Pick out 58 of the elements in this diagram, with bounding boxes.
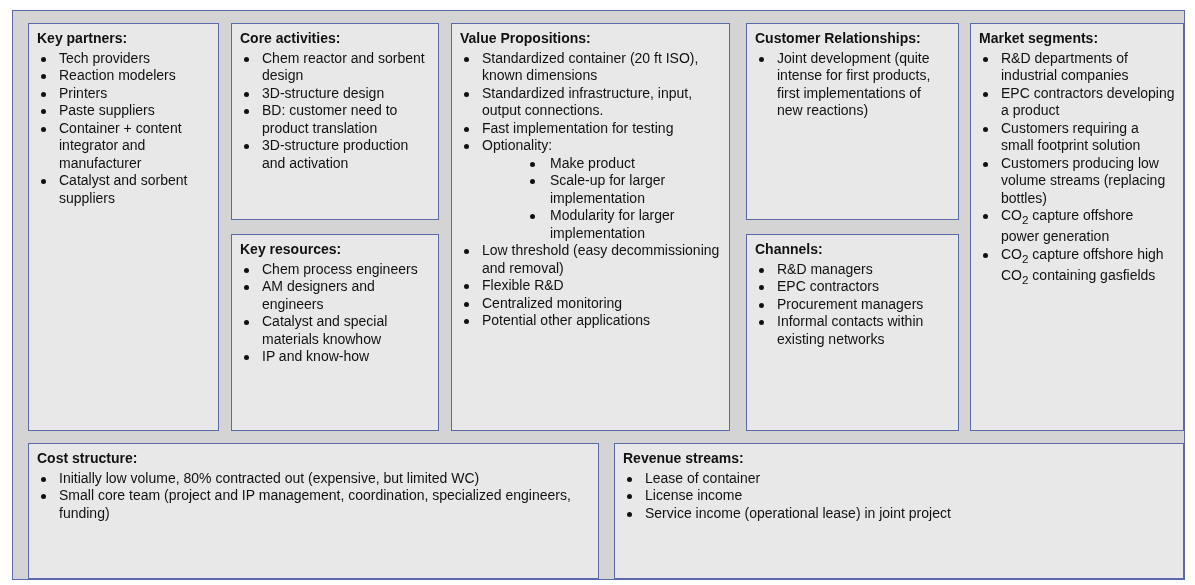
bullet-item: Joint development (quite intense for first products, first implementations of new reactions) [777, 49, 932, 120]
canvas-section-panel [746, 23, 959, 220]
bullet-item: Reaction modelers [59, 67, 177, 85]
bullet-item: IP and know-how [262, 348, 371, 366]
section-heading: Value Propositions: [460, 30, 592, 48]
section-heading: Market segments: [979, 30, 1100, 48]
bullet-item: BD: customer need to product translation [262, 102, 399, 137]
bullet-item: Procurement managers [777, 295, 925, 313]
bullet-item: Lease of container [645, 469, 762, 487]
section-heading: Key partners: [37, 30, 129, 48]
bullet-item: 3D-structure design [262, 84, 386, 102]
bullet-item: Catalyst and special materials knowhow [262, 313, 389, 348]
section-heading: Revenue streams: [623, 450, 745, 468]
canvas-section-panel [746, 234, 959, 431]
bullet-item: Informal contacts within existing networks [777, 313, 925, 348]
bullet-item: Potential other applications [482, 312, 652, 330]
canvas-section-panel [614, 443, 1184, 579]
bullet-item: CO$_{2}$ capture offshore high CO$_{2}$ containing gasfields [1001, 245, 1165, 288]
bullet-item: Chem reactor and sorbent design [262, 49, 426, 85]
bullet-item: 3D-structure production and activation [262, 137, 410, 172]
bullet-item: Fast implementation for testing [482, 119, 675, 137]
canvas-section-panel [451, 23, 730, 431]
bullet-item: Tech providers [59, 49, 152, 67]
bullet-item: Standardized infrastructure, input, output connections. [482, 84, 694, 120]
bullet-item: Chem process engineers [262, 260, 419, 278]
bullet-item: Centralized monitoring [482, 294, 624, 312]
bullet-item: Standardized container (20 ft ISO), known dimensions [482, 49, 700, 85]
bullet-item: Scale-up for larger implementation [550, 172, 667, 207]
section-heading: Cost structure: [37, 450, 139, 468]
bullet-item: AM designers and engineers [262, 278, 376, 313]
bullet-item: Flexible R&D [482, 277, 565, 295]
bullet-item: Service income (operational lease) in joint project [645, 504, 952, 522]
bullet-item: Printers [59, 84, 109, 102]
bullet-item: Make product [550, 154, 636, 172]
canvas-section-panel [231, 23, 439, 220]
bullet-item: Small core team (project and IP management, coordination, specialized engineers, funding) [59, 487, 572, 522]
bullet-item: Initially low volume, 80% contracted out (expensive, but limited WC) [59, 469, 481, 487]
bullet-item: Catalyst and sorbent suppliers [59, 172, 189, 207]
bullet-item: Container + content integrator and manufacturer [59, 119, 183, 172]
bullet-item: License income [645, 487, 744, 505]
bullet-item: R&D managers [777, 260, 874, 278]
section-heading: Core activities: [240, 30, 342, 48]
bullet-item: Paste suppliers [59, 102, 156, 120]
bullet-item: EPC contractors [777, 278, 880, 296]
section-heading: Customer Relationships: [755, 30, 922, 48]
bullet-item: EPC contractors developing a product [1001, 84, 1175, 120]
bullet-item: R&D departments of industrial companies [1001, 49, 1130, 85]
bullet-item: Low threshold (easy decommissioning and removal) [482, 242, 721, 277]
canvas-section-panel [28, 23, 219, 431]
bullet-item: Modularity for larger implementation [550, 207, 676, 242]
section-heading: Channels: [755, 241, 824, 259]
section-heading: Key resources: [240, 241, 343, 259]
bullet-item: Customers producing low volume streams (replacing bottles) [1001, 154, 1167, 207]
canvas-section-panel [231, 234, 439, 431]
canvas-section-panel [970, 23, 1184, 431]
bullet-item: Optionality: [482, 137, 554, 155]
bullet-item: Customers requiring a small footprint solution [1001, 119, 1142, 155]
canvas-section-panel [28, 443, 599, 579]
